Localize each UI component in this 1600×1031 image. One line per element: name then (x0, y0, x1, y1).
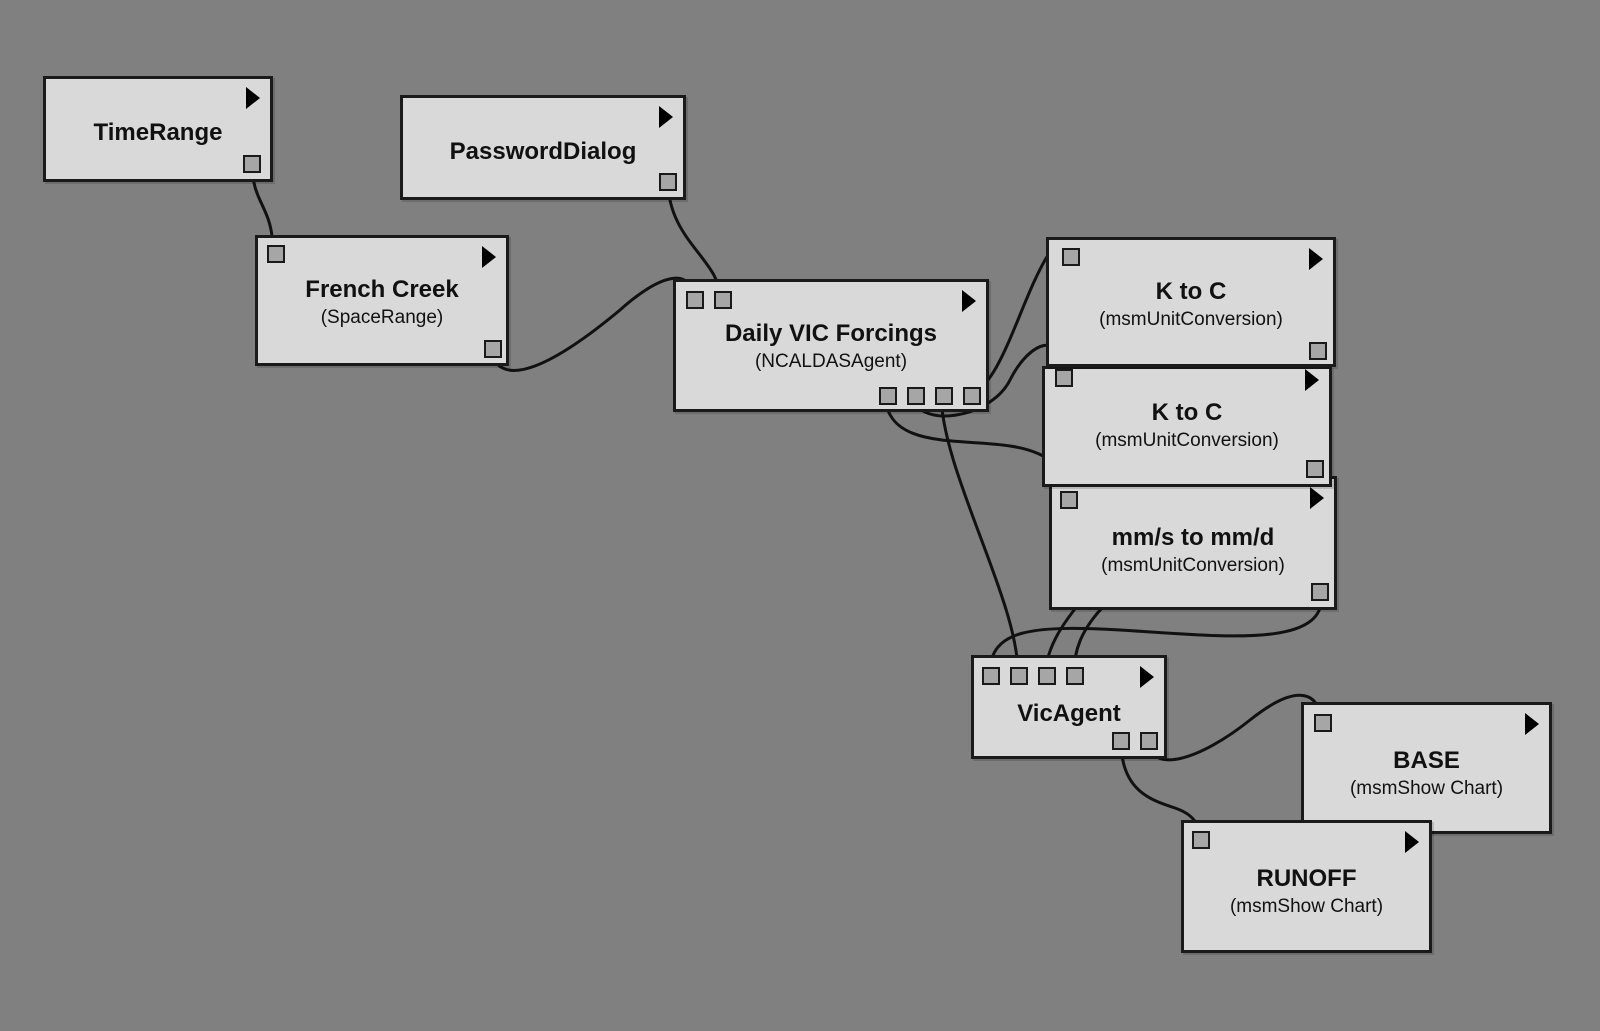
node-french-creek[interactable]: French Creek (SpaceRange) (255, 235, 509, 366)
node-title: PasswordDialog (449, 138, 637, 165)
node-title: mm/s to mm/d (1111, 524, 1275, 551)
output-port[interactable] (935, 387, 953, 405)
output-port[interactable] (1306, 460, 1324, 478)
node-k-to-c-1[interactable]: K to C (msmUnitConversion) (1046, 237, 1336, 367)
node-password-dialog[interactable]: PasswordDialog (400, 95, 686, 200)
wire-frenchcreek-dailyvic (488, 276, 694, 372)
output-port[interactable] (963, 387, 981, 405)
node-title: VicAgent (1017, 700, 1121, 727)
input-port[interactable] (1060, 491, 1078, 509)
node-runoff[interactable]: RUNOFF (msmShow Chart) (1181, 820, 1432, 953)
node-type: (msmShow Chart) (1229, 896, 1384, 917)
play-triangle-icon[interactable] (1140, 666, 1154, 688)
output-port[interactable] (1309, 342, 1327, 360)
play-triangle-icon[interactable] (659, 106, 673, 128)
play-triangle-icon[interactable] (246, 87, 260, 109)
play-triangle-icon[interactable] (1309, 248, 1323, 270)
play-triangle-icon[interactable] (962, 290, 976, 312)
output-port[interactable] (1112, 732, 1130, 750)
wire-vicagent-base (1147, 693, 1322, 762)
input-port[interactable] (1062, 248, 1080, 266)
node-base[interactable]: BASE (msmShow Chart) (1301, 702, 1552, 834)
input-port[interactable] (714, 291, 732, 309)
play-triangle-icon[interactable] (1525, 713, 1539, 735)
output-port[interactable] (1311, 583, 1329, 601)
input-port[interactable] (686, 291, 704, 309)
input-port[interactable] (1192, 831, 1210, 849)
node-mms-to-mmd[interactable]: mm/s to mm/d (msmUnitConversion) (1049, 476, 1337, 610)
node-daily-vic-forcings[interactable]: Daily VIC Forcings (NCALDASAgent) (673, 279, 989, 412)
node-type: (msmShow Chart) (1349, 778, 1504, 799)
input-port[interactable] (1038, 667, 1056, 685)
output-port[interactable] (879, 387, 897, 405)
node-title: BASE (1393, 747, 1460, 774)
node-type: (SpaceRange) (320, 307, 444, 328)
input-port[interactable] (267, 245, 285, 263)
node-time-range[interactable]: TimeRange (43, 76, 273, 182)
input-port[interactable] (1314, 714, 1332, 732)
input-port[interactable] (1066, 667, 1084, 685)
node-type: (msmUnitConversion) (1101, 555, 1285, 576)
input-port[interactable] (1010, 667, 1028, 685)
output-port[interactable] (1140, 732, 1158, 750)
node-type: (msmUnitConversion) (1099, 309, 1283, 330)
node-type: (msmUnitConversion) (1095, 430, 1279, 451)
input-port[interactable] (1055, 369, 1073, 387)
play-triangle-icon[interactable] (1310, 487, 1324, 509)
output-port[interactable] (484, 340, 502, 358)
play-triangle-icon[interactable] (1305, 369, 1319, 391)
output-port[interactable] (243, 155, 261, 173)
node-title: RUNOFF (1256, 865, 1357, 892)
node-title: TimeRange (93, 119, 223, 146)
node-title: Daily VIC Forcings (724, 320, 938, 347)
output-port[interactable] (659, 173, 677, 191)
node-title: K to C (1155, 278, 1227, 305)
node-type: (NCALDASAgent) (754, 351, 908, 372)
input-port[interactable] (982, 667, 1000, 685)
play-triangle-icon[interactable] (1405, 831, 1419, 853)
wire-dailyvic-vicagent (939, 391, 1020, 675)
node-title: K to C (1151, 399, 1223, 426)
play-triangle-icon[interactable] (482, 246, 496, 268)
node-k-to-c-2[interactable]: K to C (msmUnitConversion) (1042, 366, 1332, 487)
output-port[interactable] (907, 387, 925, 405)
node-vic-agent[interactable]: VicAgent (971, 655, 1167, 759)
node-title: French Creek (305, 276, 459, 303)
